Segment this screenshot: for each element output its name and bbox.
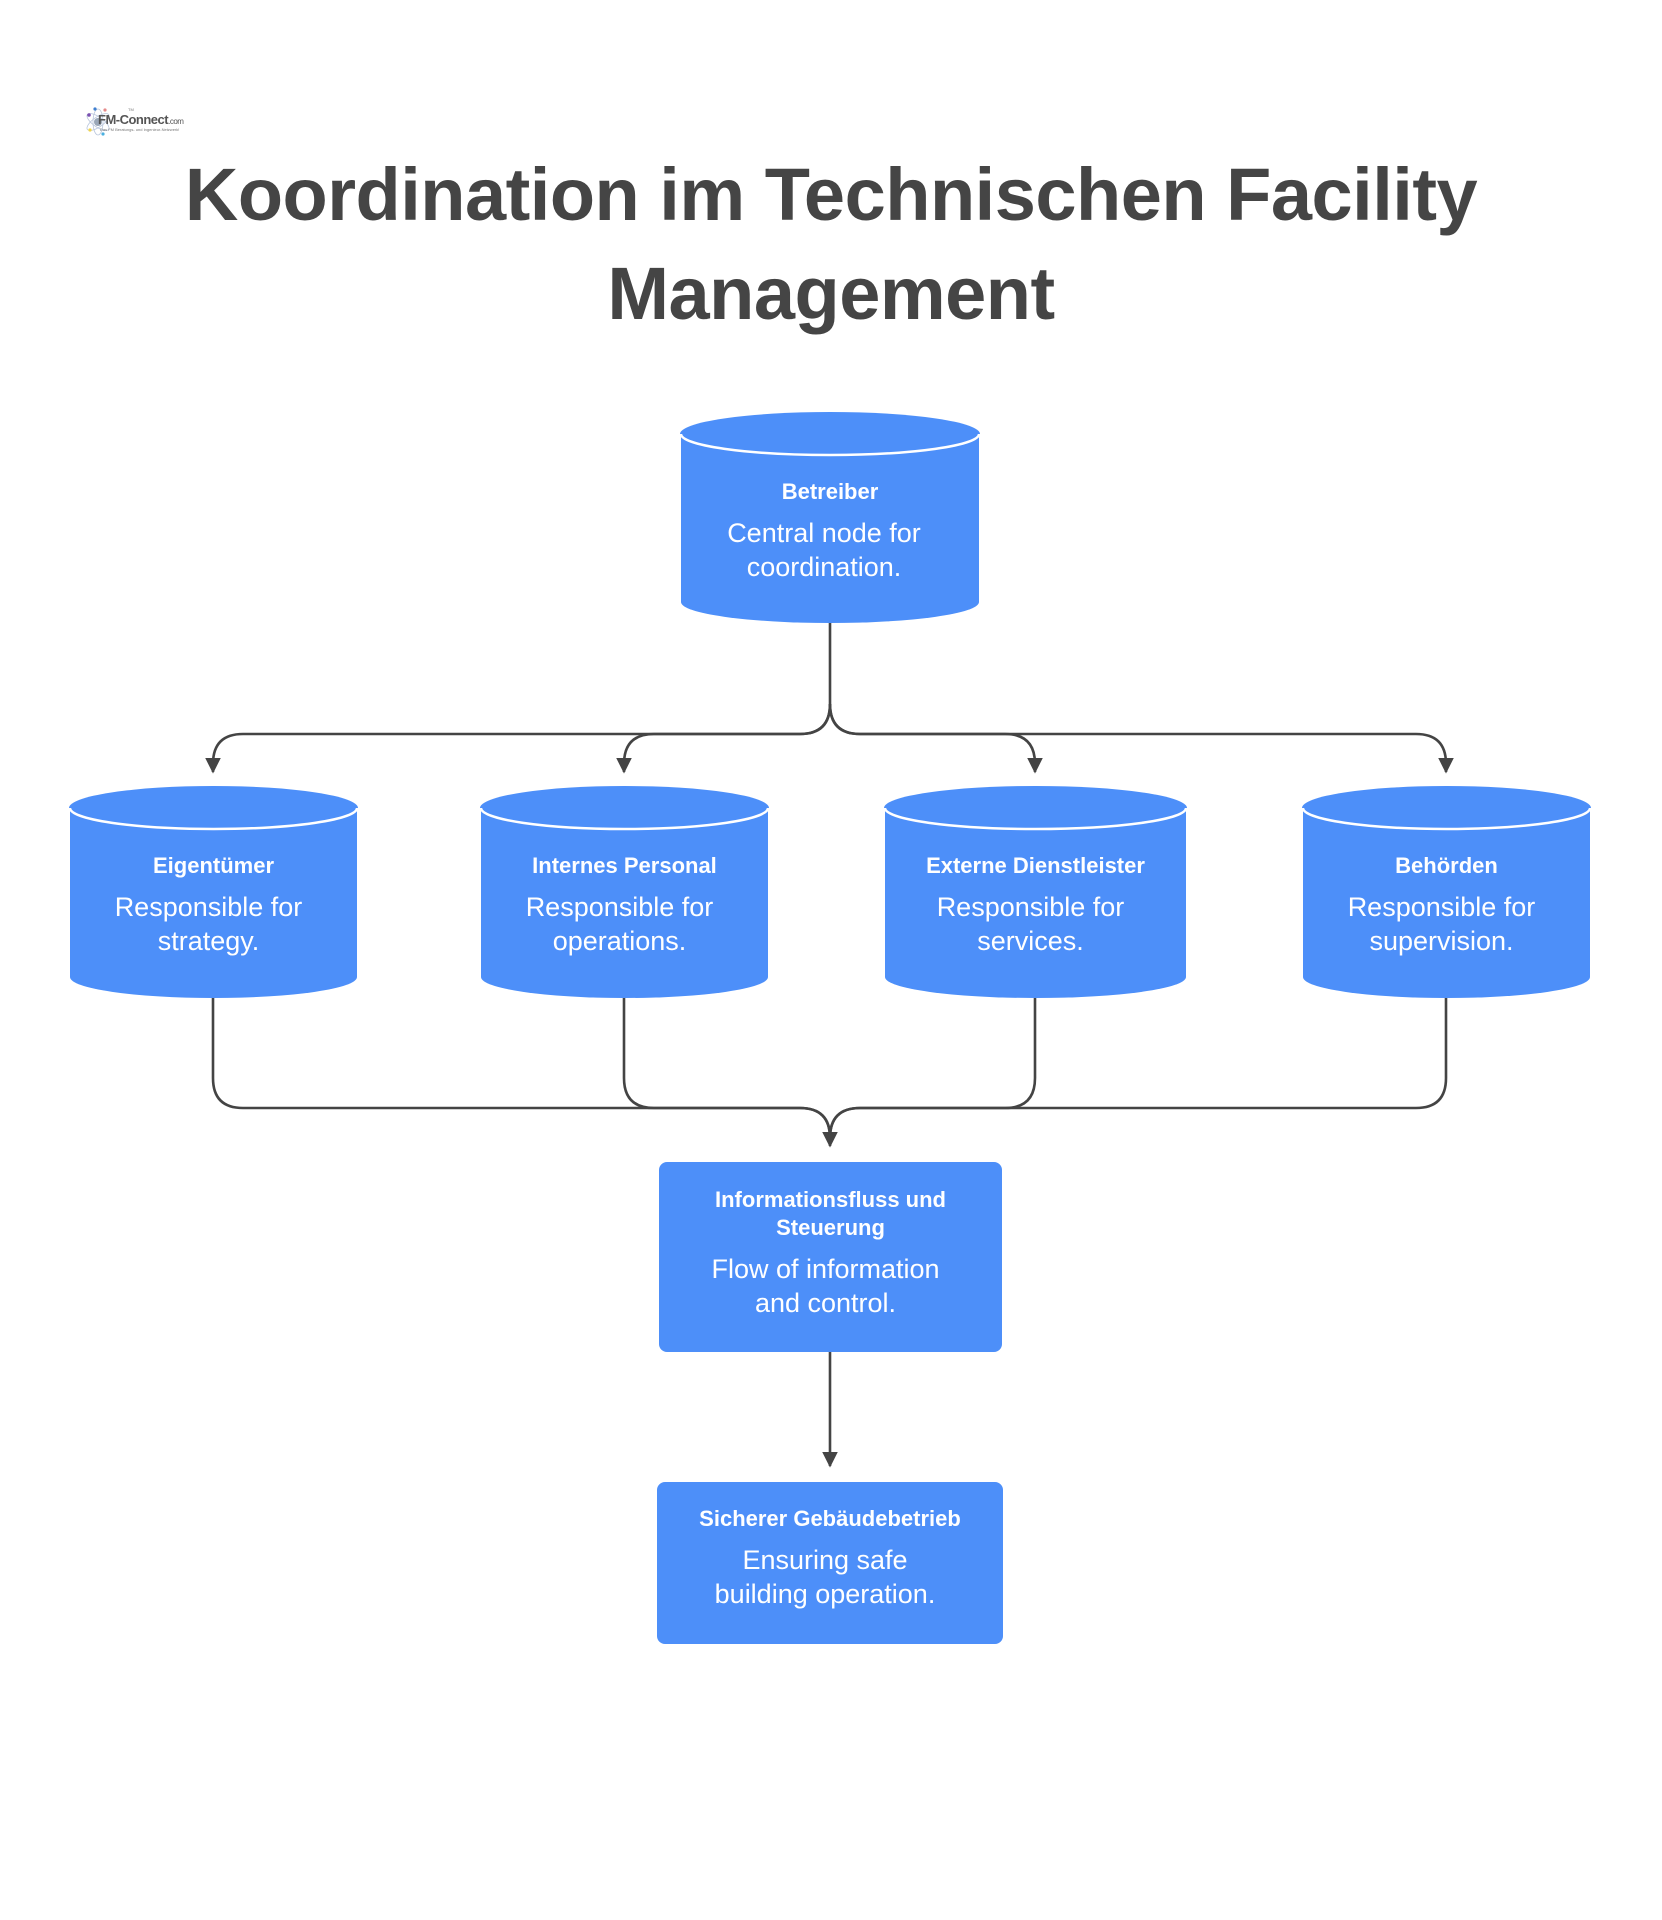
edge-externe-dienstleister-informationsfluss <box>828 998 1037 1139</box>
label-line: Steuerung <box>776 1215 885 1240</box>
node-eigentuemer[interactable]: Eigentümer Responsible for strategy. <box>70 852 357 958</box>
node-betreiber-label: Betreiber <box>781 479 879 504</box>
logo-tagline: Das FM Beratungs- und Ingenieur-Netzwerk… <box>100 127 180 132</box>
node-sicherer-betrieb-label: Sicherer Gebäudebetrieb <box>699 1506 961 1531</box>
node-behoerden-desc: Responsible for supervision. <box>1293 890 1590 958</box>
node-betreiber-cylinder <box>679 411 981 623</box>
desc-line: Central node for <box>727 518 921 548</box>
cylinder-top-back <box>884 786 1187 808</box>
edge-behoerden-informationsfluss <box>828 998 1448 1139</box>
edge-internes-personal-informationsfluss <box>622 998 832 1139</box>
cylinder-top-back <box>480 786 769 808</box>
atom-logo-icon <box>86 107 110 136</box>
edge-betreiber-internes-personal <box>616 703 832 774</box>
node-behoerden-label: Behörden <box>1395 853 1498 878</box>
node-externe-dienstleister-cylinder <box>883 785 1188 998</box>
title-line-2: Management <box>607 252 1055 335</box>
cylinder-body <box>70 787 357 999</box>
node-externe-dienstleister-label: Externe Dienstleister <box>926 853 1145 878</box>
node-sicherer-betrieb-desc: Ensuring safe building operation. <box>647 1543 1003 1611</box>
edge-betreiber-behoerden <box>828 703 1454 774</box>
connectors-top <box>205 623 1454 774</box>
cylinder-body <box>481 787 768 999</box>
desc-line: operations. <box>552 926 687 956</box>
edge-betreiber-eigentuemer <box>205 623 832 774</box>
cylinder-top-back <box>680 412 980 434</box>
node-internes-personal[interactable]: Internes Personal Responsible for operat… <box>481 852 768 958</box>
cylinder-body <box>681 413 979 623</box>
fm-connect-logo: TM FM-Connect.com Das FM Beratungs- und … <box>84 102 184 142</box>
node-behoerden[interactable]: Behörden Responsible for supervision. <box>1303 852 1590 958</box>
node-betreiber-desc: Central node for coordination. <box>669 516 979 584</box>
label-line: Informationsfluss und <box>715 1187 946 1212</box>
node-internes-personal-label: Internes Personal <box>532 853 717 878</box>
page-title: Koordination im Technischen Facility Man… <box>0 145 1662 343</box>
cylinder-body <box>1303 787 1590 999</box>
title-line-1: Koordination im Technischen Facility <box>184 153 1478 236</box>
edge-betreiber-externe-dienstleister <box>828 703 1043 774</box>
desc-line: Responsible for <box>1347 892 1536 922</box>
node-externe-dienstleister-desc: Responsible for services. <box>875 890 1186 958</box>
node-informationsfluss-box <box>659 1162 1002 1352</box>
desc-line: and control. <box>754 1288 897 1318</box>
logo-trademark: TM <box>128 107 134 112</box>
desc-line: Responsible for <box>114 892 303 922</box>
node-behoerden-cylinder <box>1301 785 1592 999</box>
node-sicherer-betrieb-box <box>657 1482 1003 1644</box>
node-informationsfluss[interactable]: Informationsfluss und Steuerung Flow of … <box>659 1186 1002 1320</box>
desc-line: services. <box>977 926 1084 956</box>
desc-line: Ensuring safe <box>742 1545 908 1575</box>
edge-eigentuemer-informationsfluss <box>211 998 838 1148</box>
node-betreiber[interactable]: Betreiber Central node for coordination. <box>681 478 979 584</box>
logo-suffix: .com <box>168 117 184 126</box>
node-eigentuemer-cylinder <box>68 785 359 999</box>
desc-line: building operation. <box>714 1579 936 1609</box>
node-internes-personal-cylinder <box>479 785 770 999</box>
cylinder-top-back <box>69 786 358 808</box>
logo-wordmark: FM-Connect.com <box>98 112 184 127</box>
node-informationsfluss-desc: Flow of information and control. <box>649 1252 1002 1320</box>
cylinder-body <box>885 787 1186 998</box>
desc-line: supervision. <box>1369 926 1514 956</box>
node-internes-personal-desc: Responsible for operations. <box>471 890 768 958</box>
desc-line: strategy. <box>157 926 260 956</box>
desc-line: Responsible for <box>525 892 714 922</box>
node-eigentuemer-label: Eigentümer <box>152 853 275 878</box>
connectors-merge <box>211 998 1448 1468</box>
node-externe-dienstleister[interactable]: Externe Dienstleister Responsible for se… <box>885 852 1186 958</box>
desc-line: Responsible for <box>936 892 1125 922</box>
cylinder-top-back <box>1302 786 1591 808</box>
logo-name: FM-Connect <box>98 112 169 127</box>
desc-line: Flow of information <box>711 1254 940 1284</box>
desc-line: coordination. <box>746 552 902 582</box>
node-informationsfluss-label: Informationsfluss und Steuerung <box>659 1186 1002 1242</box>
node-sicherer-betrieb[interactable]: Sicherer Gebäudebetrieb Ensuring safe bu… <box>657 1505 1003 1611</box>
node-eigentuemer-desc: Responsible for strategy. <box>60 890 357 958</box>
